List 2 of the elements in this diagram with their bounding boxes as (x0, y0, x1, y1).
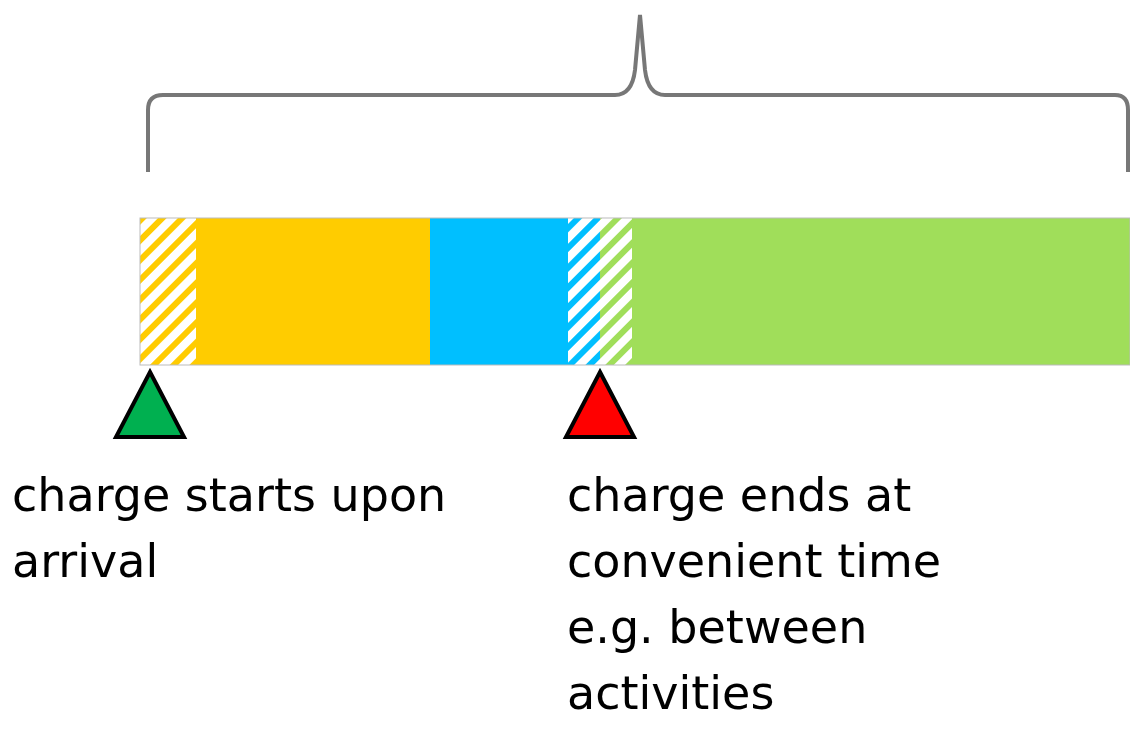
end-note: charge ends at convenient time e.g. between activities (567, 467, 943, 722)
start-note: charge starts upon arrival (12, 467, 448, 590)
